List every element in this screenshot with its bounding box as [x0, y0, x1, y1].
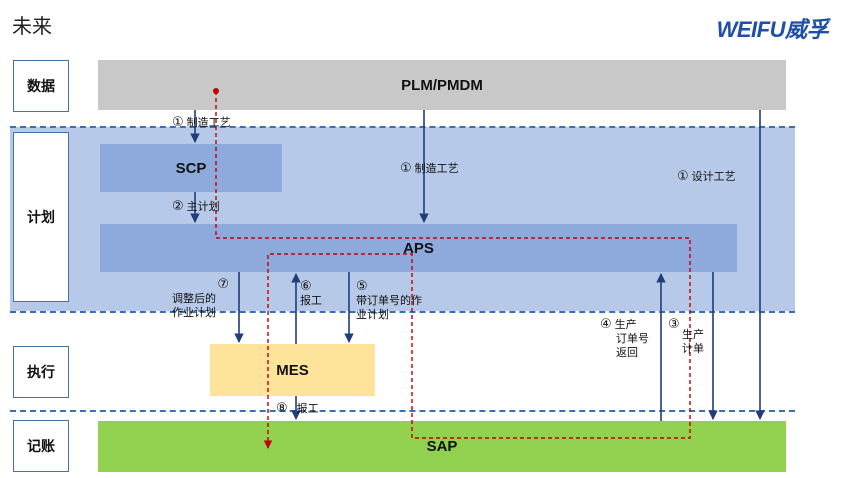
step3-line1: 生产 — [682, 328, 704, 341]
step4-line1: 生产 — [614, 318, 637, 331]
row-label-plan: 计划 — [13, 132, 69, 302]
row-label-data: 数据 — [13, 60, 69, 112]
step4-number: ④ — [600, 317, 612, 332]
step6-text: 报工 — [300, 294, 322, 307]
red-flow-path — [215, 91, 691, 449]
step1-mid-text: 制造工艺 — [414, 162, 459, 175]
mes-box: MES — [210, 344, 375, 396]
aps-label: APS — [403, 239, 434, 257]
step3-number: ③ — [668, 317, 680, 332]
scp-label: SCP — [175, 159, 207, 177]
plm-pmdm-box: PLM/PMDM — [98, 60, 786, 110]
step7-line1: 调整后的 — [172, 292, 216, 305]
annotation-step3: ③ 生产 计单 — [668, 318, 704, 356]
plm-pmdm-label: PLM/PMDM — [401, 76, 483, 94]
step2-number: ② — [172, 199, 184, 214]
layer-divider — [10, 311, 795, 313]
annotation-step5: ⑤ 带订单号的作 业计划 — [356, 280, 422, 322]
annotation-step7: ⑦ 调整后的 作业计划 — [172, 278, 232, 320]
step5-line1: 带订单号的作 — [356, 294, 422, 307]
step8-text: 报工 — [296, 402, 319, 415]
step7-line2: 作业计划 — [172, 306, 216, 319]
step6-number: ⑥ — [300, 279, 312, 294]
step1-right-text: 设计工艺 — [691, 170, 736, 183]
step1-mid-number: ① — [400, 161, 412, 176]
sap-box: SAP — [98, 421, 786, 472]
annotation-step8: ⑧ 报工 — [276, 402, 319, 416]
layer-divider — [10, 410, 795, 412]
mes-label: MES — [276, 361, 309, 379]
scp-box: SCP — [100, 144, 282, 192]
annotation-step6: ⑥ 报工 — [300, 280, 322, 308]
step5-number: ⑤ — [356, 279, 368, 294]
step7-number: ⑦ — [217, 277, 229, 292]
step5-line2: 业计划 — [356, 308, 389, 321]
aps-box: APS — [100, 224, 737, 272]
step4-line3: 返回 — [616, 346, 638, 359]
step2-text: 主计划 — [186, 200, 220, 213]
row-label-account: 记账 — [13, 420, 69, 472]
layer-divider — [10, 126, 795, 128]
step1-left-number: ① — [172, 115, 184, 130]
step8-number: ⑧ — [276, 401, 288, 416]
step4-line2: 订单号 — [616, 332, 649, 345]
step1-right-number: ① — [677, 169, 689, 184]
brand-logo: WEIFU威孚 — [716, 17, 829, 42]
step3-line2: 计单 — [682, 342, 704, 355]
row-label-exec: 执行 — [13, 346, 69, 398]
sap-label: SAP — [426, 438, 458, 455]
page-title: 未来 — [12, 14, 52, 38]
step1-left-text: 制造工艺 — [186, 116, 231, 129]
